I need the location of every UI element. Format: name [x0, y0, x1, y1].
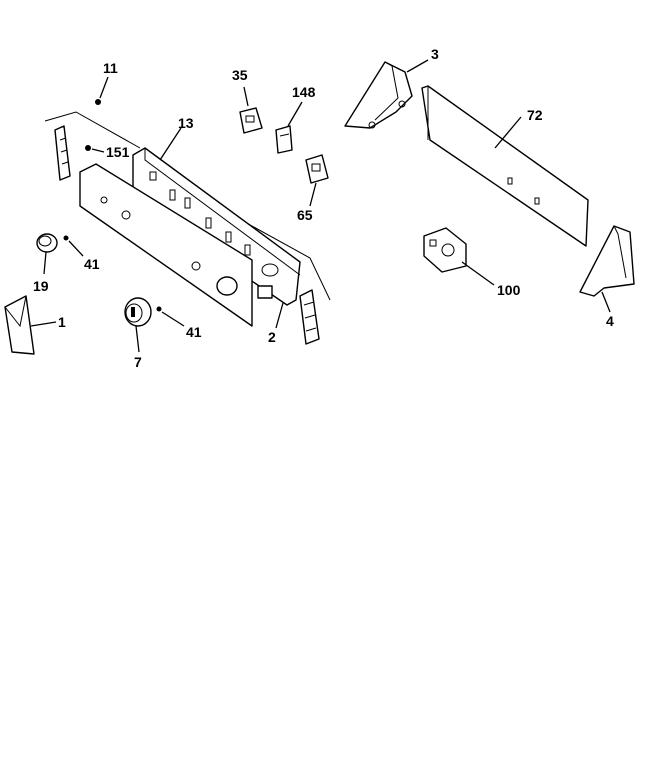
callout-148: 148: [292, 84, 316, 100]
part-148-switch: [275, 101, 303, 154]
part-19-knob: [36, 233, 58, 275]
part-65-switch: [305, 154, 329, 207]
callout-11: 11: [103, 60, 118, 76]
part-41-screw-right: [156, 306, 185, 327]
callout-151: 151: [106, 144, 130, 160]
callout-65: 65: [297, 207, 313, 223]
part-7-timer-knob: [124, 297, 152, 353]
part-11-screw: [95, 76, 109, 105]
callout-72: 72: [527, 107, 543, 123]
callout-3: 3: [431, 46, 439, 62]
part-72-backsplash-panel: [421, 85, 589, 247]
callout-7: 7: [134, 354, 142, 370]
callout-19: 19: [33, 278, 49, 294]
part-13-control-panel: [44, 111, 331, 345]
callout-35: 35: [232, 67, 248, 83]
part-151-screw: [85, 145, 105, 153]
part-1-envelope: [4, 295, 57, 355]
callout-13: 13: [178, 115, 194, 131]
part-100-timer: [423, 227, 495, 286]
callout-2: 2: [268, 329, 276, 345]
part-3-end-bracket: [344, 59, 429, 129]
callout-100: 100: [497, 282, 521, 298]
callout-4: 4: [606, 313, 614, 329]
callout-41-right: 41: [186, 324, 202, 340]
part-41-screw-left: [63, 235, 84, 257]
part-2-switch: [257, 285, 284, 329]
callout-41-left: 41: [84, 256, 100, 272]
part-4-end-bracket: [579, 225, 635, 313]
callout-1: 1: [58, 314, 66, 330]
part-35-switch: [239, 86, 263, 134]
